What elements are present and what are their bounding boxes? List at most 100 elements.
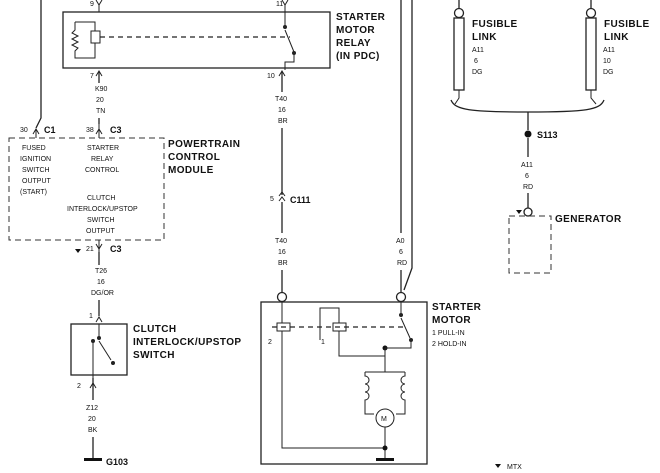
svg-text:RD: RD bbox=[523, 184, 533, 191]
starter-motor: 2 1 M STARTER MOTOR 1 PULL-IN 2 HOLD-IN bbox=[260, 291, 482, 465]
solenoid-contact bbox=[400, 317, 411, 339]
pcm-connector-c1: C1 bbox=[44, 125, 56, 135]
ground-icon bbox=[84, 458, 102, 461]
svg-text:LINK: LINK bbox=[472, 32, 497, 43]
fusible-link-right bbox=[585, 17, 597, 91]
svg-text:T40: T40 bbox=[275, 238, 287, 245]
legend-mtx: MTX bbox=[507, 464, 522, 471]
splice-dot bbox=[524, 130, 532, 138]
relay-pin-9: 9 bbox=[90, 1, 94, 8]
fused-ignition-wire bbox=[35, 0, 42, 129]
pcm-connector-c3-bottom: C3 bbox=[110, 244, 122, 254]
svg-text:1: 1 bbox=[321, 339, 325, 346]
svg-text:T26: T26 bbox=[95, 268, 107, 275]
relay-coil-winding bbox=[70, 22, 96, 59]
relay-title-1: STARTER bbox=[336, 12, 386, 23]
clutch-switch-contact bbox=[98, 340, 112, 361]
powertrain-control-module: 30 C1 38 C3 FUSED IGNITION SWITCH OUTPUT… bbox=[8, 124, 240, 254]
svg-text:STARTER: STARTER bbox=[87, 145, 119, 152]
svg-text:6: 6 bbox=[474, 58, 478, 65]
wiring: K90 20 TN T40 16 BR 5 C111 T40 16 BR A0 … bbox=[35, 0, 413, 458]
svg-text:T40: T40 bbox=[275, 96, 287, 103]
svg-text:FUSIBLE: FUSIBLE bbox=[472, 19, 518, 30]
svg-text:OUTPUT: OUTPUT bbox=[22, 178, 52, 185]
svg-text:1: 1 bbox=[89, 313, 93, 320]
svg-text:6: 6 bbox=[399, 249, 403, 256]
svg-text:K90: K90 bbox=[95, 86, 108, 93]
pcm-title-2: CONTROL bbox=[168, 152, 220, 163]
starter-title-1: STARTER bbox=[432, 302, 482, 313]
generator-label: GENERATOR bbox=[555, 214, 622, 225]
relay-title-4: (IN PDC) bbox=[336, 51, 380, 62]
relay-pin-11: 11 bbox=[276, 1, 283, 8]
svg-text:16: 16 bbox=[278, 249, 286, 256]
svg-text:IGNITION: IGNITION bbox=[20, 156, 51, 163]
svg-text:TN: TN bbox=[96, 108, 105, 115]
generator-box bbox=[508, 215, 552, 274]
svg-text:A11: A11 bbox=[521, 162, 533, 169]
svg-text:16: 16 bbox=[278, 107, 286, 114]
svg-text:BR: BR bbox=[278, 118, 288, 125]
c111-connector bbox=[278, 191, 286, 202]
relay-pin-10: 10 bbox=[267, 73, 275, 80]
svg-text:(START): (START) bbox=[20, 189, 47, 196]
pcm-title-1: POWERTRAIN bbox=[168, 139, 240, 150]
svg-text:INTERLOCK/UPSTOP: INTERLOCK/UPSTOP bbox=[67, 206, 138, 213]
svg-text:DG: DG bbox=[472, 69, 483, 76]
svg-text:A11: A11 bbox=[472, 47, 484, 54]
pcm-box bbox=[8, 137, 165, 241]
svg-text:BK: BK bbox=[88, 427, 98, 434]
generator: GENERATOR bbox=[508, 207, 622, 274]
svg-text:LINK: LINK bbox=[604, 32, 629, 43]
svg-text:OUTPUT: OUTPUT bbox=[86, 228, 116, 235]
svg-text:Z12: Z12 bbox=[86, 405, 98, 412]
svg-text:A0: A0 bbox=[396, 238, 405, 245]
battery-cable bbox=[403, 0, 413, 291]
c111-label: C111 bbox=[290, 195, 311, 205]
fusible-link-bracket bbox=[450, 99, 605, 113]
clutch-title-3: SWITCH bbox=[133, 350, 175, 361]
svg-text:RD: RD bbox=[397, 260, 407, 267]
splice-s113: S113 bbox=[537, 130, 558, 140]
motor-symbol: M bbox=[381, 416, 387, 423]
relay-coil bbox=[90, 30, 101, 44]
relay-title-2: MOTOR bbox=[336, 25, 375, 36]
clutch-title-1: CLUTCH bbox=[133, 324, 177, 335]
field-winding-right bbox=[396, 372, 406, 415]
svg-text:SWITCH: SWITCH bbox=[22, 167, 50, 174]
fusible-links: A11 6 DG FUSIBLE LINK A11 10 DG FUSIBLE … bbox=[450, 0, 649, 208]
mtx-legend-marker bbox=[495, 464, 501, 468]
svg-text:30: 30 bbox=[20, 127, 28, 134]
ground-g103: G103 bbox=[84, 457, 128, 467]
svg-text:21: 21 bbox=[86, 246, 94, 253]
clutch-title-2: INTERLOCK/UPSTOP bbox=[133, 337, 241, 348]
starter-motor-box bbox=[260, 301, 428, 465]
svg-text:2: 2 bbox=[268, 339, 272, 346]
svg-text:BR: BR bbox=[278, 260, 288, 267]
ground-label: G103 bbox=[106, 457, 128, 467]
pcm-title-3: MODULE bbox=[168, 165, 214, 176]
starter-title-2: MOTOR bbox=[432, 315, 471, 326]
svg-text:RELAY: RELAY bbox=[91, 156, 114, 163]
mtx-marker bbox=[75, 249, 81, 253]
svg-text:DG: DG bbox=[603, 69, 614, 76]
relay-box bbox=[62, 11, 331, 69]
svg-text:16: 16 bbox=[97, 279, 105, 286]
svg-text:CONTROL: CONTROL bbox=[85, 167, 119, 174]
relay-title-3: RELAY bbox=[336, 38, 371, 49]
svg-text:DG/OR: DG/OR bbox=[91, 290, 114, 297]
svg-text:6: 6 bbox=[525, 173, 529, 180]
relay-pin-7: 7 bbox=[90, 73, 94, 80]
svg-text:SWITCH: SWITCH bbox=[87, 217, 115, 224]
svg-text:CLUTCH: CLUTCH bbox=[87, 195, 115, 202]
legend: MTX bbox=[495, 464, 522, 471]
svg-text:20: 20 bbox=[96, 97, 104, 104]
svg-text:2 HOLD-IN: 2 HOLD-IN bbox=[432, 341, 467, 348]
svg-text:38: 38 bbox=[86, 127, 94, 134]
svg-text:10: 10 bbox=[603, 58, 611, 65]
svg-text:5: 5 bbox=[270, 196, 274, 203]
svg-text:20: 20 bbox=[88, 416, 96, 423]
fusible-link-left bbox=[453, 17, 465, 91]
starter-motor-relay: 9 11 7 10 STARTER MOTOR RELAY (IN PDC) bbox=[62, 0, 386, 80]
